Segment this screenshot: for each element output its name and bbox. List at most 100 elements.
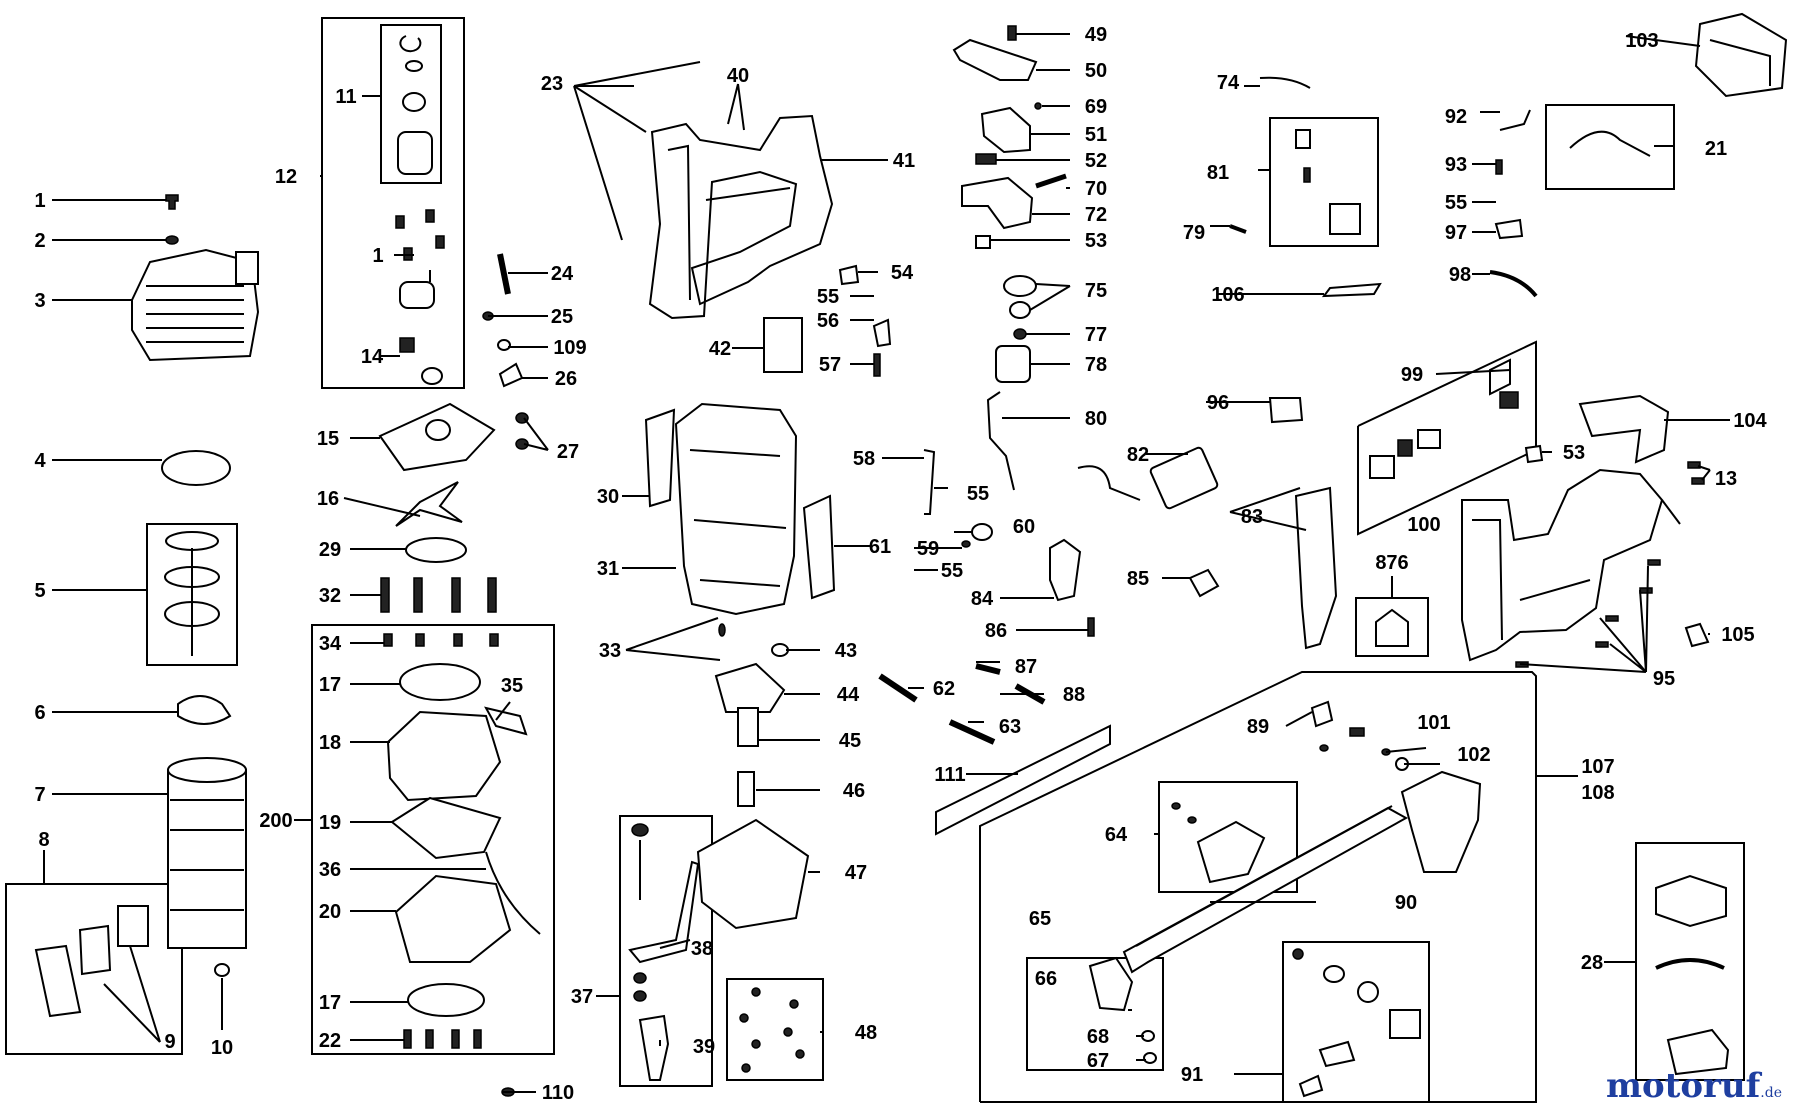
callout-90: 90 [1395,892,1417,914]
part-21-harness [1569,130,1651,157]
callout-30: 30 [597,486,619,508]
callout-23: 23 [541,73,563,95]
part-42-plate [763,317,803,373]
watermark-text: motoruf [1606,1066,1761,1106]
callout-75: 75 [1085,280,1107,302]
part-48-screws [739,987,805,1073]
callout-31: 31 [597,558,619,580]
callout-66: 66 [1035,968,1057,990]
callout-93: 93 [1445,154,1467,176]
part-60-nut [971,523,993,541]
callout-27: 27 [557,441,579,463]
part-86-spring [1087,617,1095,637]
part-82-wire [1077,465,1141,501]
callout-55-c: 55 [941,560,963,582]
group-frame-81 [1269,117,1379,247]
callout-43: 43 [835,640,857,662]
part-11-bearing [397,131,433,175]
callout-20: 20 [319,901,341,923]
group-frame-876 [1355,597,1429,657]
part-53-clip [975,235,991,249]
part-109-screw [497,339,511,351]
callout-74: 74 [1217,72,1240,94]
part-12-switch [399,281,435,309]
callout-109: 109 [553,337,586,359]
part-43-cap [771,643,789,657]
part-13-screws [1687,461,1705,485]
callout-58: 58 [853,448,875,470]
part-5-piston [165,531,219,551]
callout-85: 85 [1127,568,1149,590]
callout-104: 104 [1733,410,1767,432]
part-28-charger [1655,874,1730,1076]
callout-40: 40 [727,65,749,87]
part-85-cap [1188,568,1220,598]
part-50-bracket [952,38,1038,81]
callout-55-b: 55 [967,483,989,505]
callout-2: 2 [34,230,45,252]
callout-18: 18 [319,732,341,754]
part-16-fan [395,481,463,527]
callout-37: 37 [571,986,593,1008]
part-3-cover [131,248,260,362]
part-31-housing [674,402,798,616]
callout-54: 54 [891,262,914,284]
callout-16: 16 [317,488,339,510]
part-32-springs [380,577,497,613]
callout-8: 8 [38,829,49,851]
group-frame-11 [380,24,442,184]
callout-89: 89 [1247,716,1269,738]
callout-49: 49 [1085,24,1107,46]
part-81-switch-set [1295,129,1361,235]
callout-35: 35 [501,675,523,697]
callout-7: 7 [34,784,45,806]
part-36-wire [485,851,541,935]
part-100-housing [1461,468,1664,662]
callout-labels: 1 2 3 4 5 6 7 8 9 10 11 12 1 14 15 16 29… [34,24,1767,1104]
callout-24: 24 [551,263,574,285]
callout-22: 22 [319,1030,341,1052]
leader-lines [43,33,1730,1093]
callout-57: 57 [819,354,841,376]
callout-61: 61 [869,536,891,558]
callout-51: 51 [1085,124,1107,146]
callout-53: 53 [1085,230,1107,252]
part-52-spring [975,153,997,165]
callout-87: 87 [1015,656,1037,678]
callout-96: 96 [1207,392,1229,414]
callout-100: 100 [1407,514,1440,536]
group-frame-5 [146,523,238,666]
callout-78: 78 [1085,354,1107,376]
callout-48: 48 [855,1022,877,1044]
callout-83: 83 [1241,506,1263,528]
callout-79: 79 [1183,222,1205,244]
part-89-latch [1310,700,1365,752]
callout-98: 98 [1449,264,1471,286]
part-18-housing [386,710,502,802]
part-57-spring [873,353,881,377]
part-8-valve-block [34,944,82,1018]
group-frame-37 [619,815,713,1087]
callout-105: 105 [1721,624,1754,646]
callout-12: 12 [275,166,297,188]
callout-107: 107 [1581,756,1614,778]
callout-110: 110 [542,1082,574,1104]
callout-41: 41 [893,150,915,172]
part-90-magazine [1122,806,1409,974]
part-4-circlip [161,450,231,486]
callout-21: 21 [1705,138,1727,160]
callout-44: 44 [837,684,860,706]
part-82-board [1149,446,1219,510]
callout-63: 63 [999,716,1021,738]
callout-55-a: 55 [817,286,839,308]
part-79-pin [1229,224,1247,234]
part-106-strip [1321,282,1382,298]
callout-26: 26 [555,368,577,390]
callout-99: 99 [1401,364,1423,386]
callout-28: 28 [1581,952,1603,974]
part-93-screw [1495,159,1503,175]
part-64-pusher [1171,802,1266,884]
part-7-cylinder [167,769,247,949]
part-20-base [394,874,512,963]
callout-70: 70 [1085,178,1107,200]
